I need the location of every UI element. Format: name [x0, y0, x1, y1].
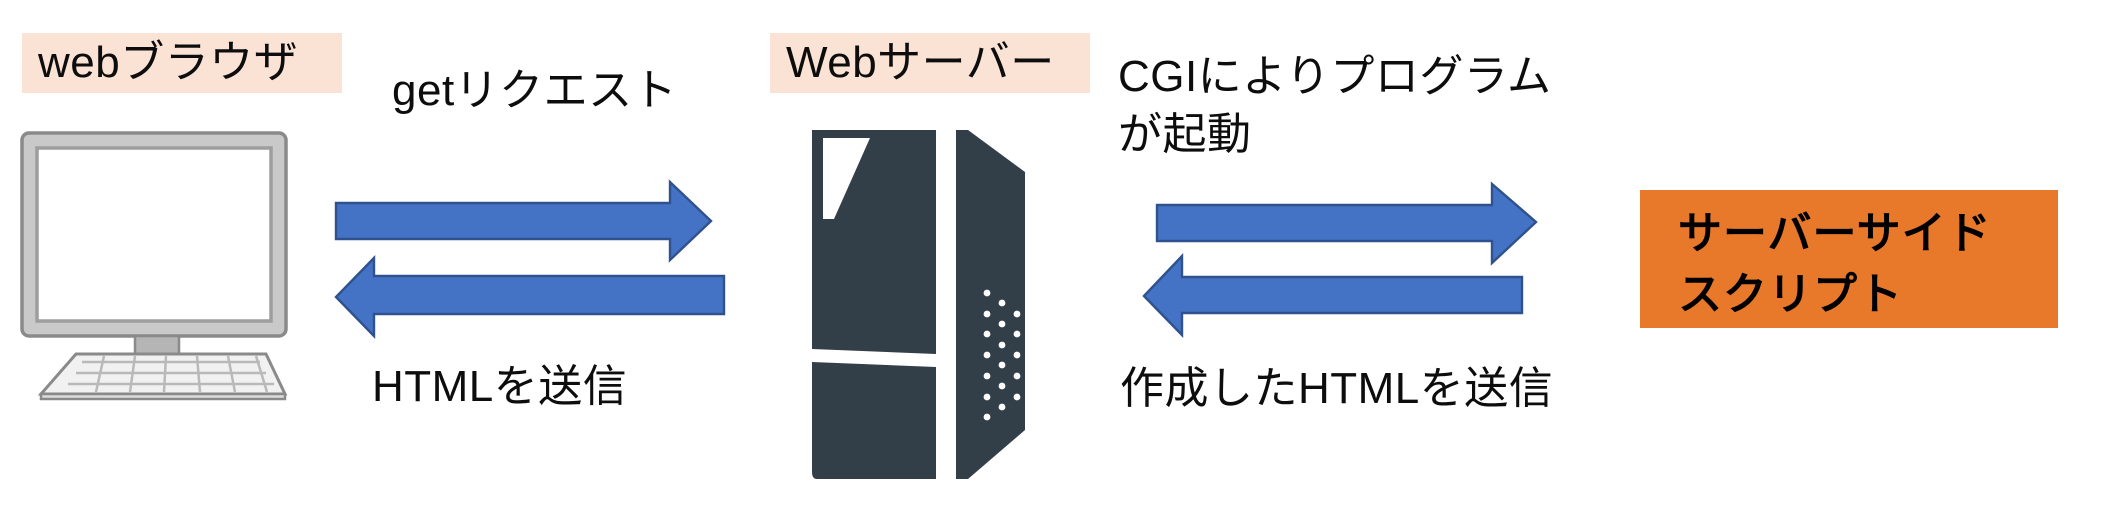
server-front-lower-panel: [812, 362, 936, 479]
left-arrow-icon: [334, 255, 726, 339]
browser-label-text: webブラウザ: [38, 38, 299, 87]
right-arrow-icon: [1155, 181, 1538, 266]
monitor-screen: [35, 146, 273, 323]
server-vent-holes: [983, 289, 1021, 421]
server-side-panel: [956, 130, 1025, 479]
html-send-label: HTMLを送信: [372, 362, 628, 411]
left-arrow-icon: [1142, 252, 1524, 338]
cgi-program-label-line2: が起動: [1118, 110, 1252, 160]
server-side-script-line1: サーバーサイド: [1678, 209, 1992, 258]
browser-label: webブラウザ: [22, 33, 342, 93]
keyboard-front-edge: [39, 392, 287, 401]
flow-browser-server-arrows: [334, 179, 726, 339]
desktop-monitor-icon: [20, 131, 288, 401]
cgi-program-label: CGIによりプログラム が起動: [1118, 48, 1552, 164]
right-arrow-icon: [334, 179, 713, 263]
cgi-program-label-line1: CGIによりプログラム: [1118, 52, 1552, 101]
server-label-text: Webサーバー: [786, 38, 1055, 87]
server-label: Webサーバー: [770, 33, 1090, 93]
flow-server-script-arrows: [1142, 181, 1538, 338]
server-side-script-box: サーバーサイド スクリプト: [1640, 190, 2058, 328]
server-side-script-line2: スクリプト: [1678, 269, 1903, 319]
server-tower-icon: [812, 130, 1025, 479]
created-html-send-label: 作成したHTMLを送信: [1120, 364, 1554, 413]
server-drive-slot: [823, 138, 870, 219]
keyboard-keys: [68, 355, 274, 393]
monitor-stand-neck: [133, 334, 181, 356]
get-request-label: getリクエスト: [392, 66, 678, 115]
